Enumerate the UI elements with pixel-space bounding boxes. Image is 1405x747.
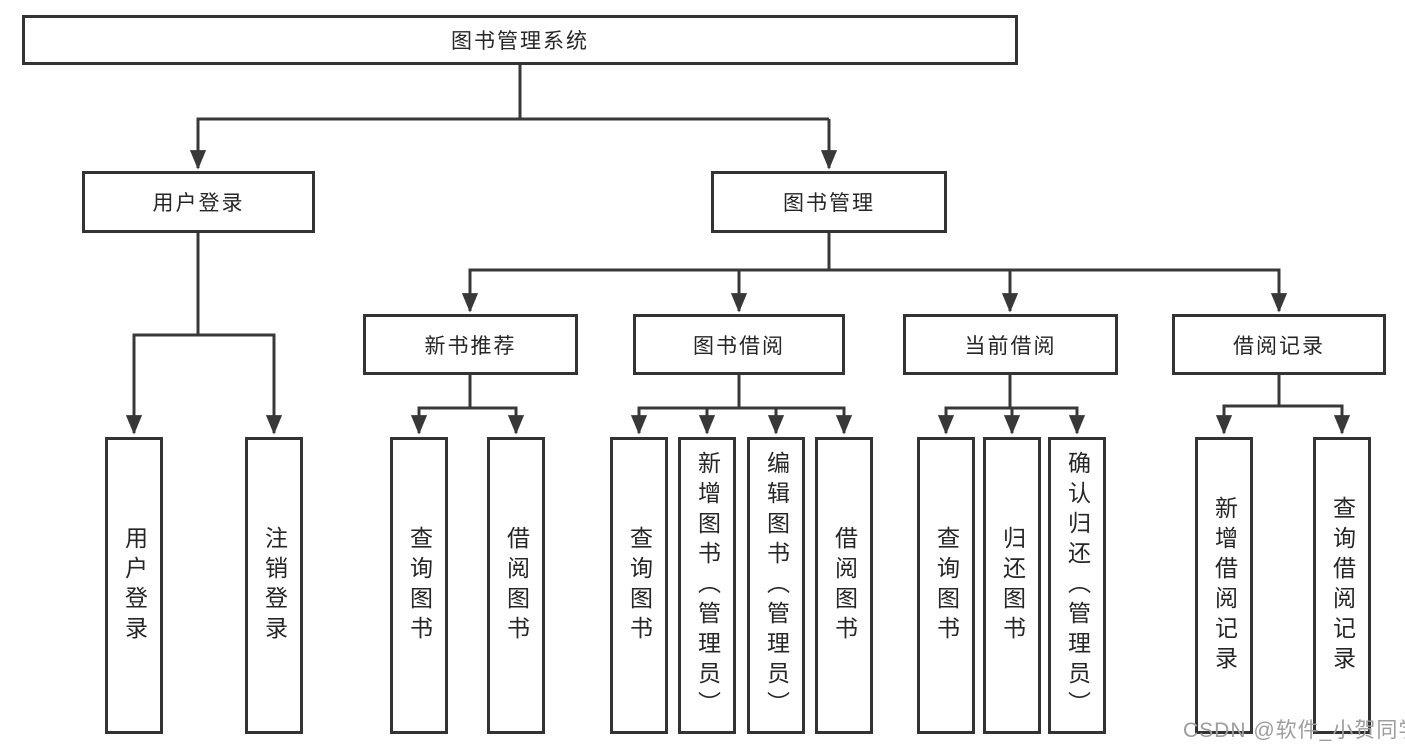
leaf-add-books-admin: 新增图书（管理员） [678,437,736,734]
connector-user-login-to-children [125,233,283,435]
leaf-edit-books-admin: 编辑图书（管理员） [747,437,805,734]
node-new-book-recommend: 新书推荐 [363,314,578,375]
leaf-query-books-current: 查询图书 [917,437,975,734]
node-current-borrowing: 当前借阅 [903,314,1118,375]
connector-book-management-to-children [461,233,1288,313]
leaf-query-books-borrowing: 查询图书 [610,437,668,734]
node-borrowing-records: 借阅记录 [1172,314,1386,375]
leaf-return-books: 归还图书 [983,437,1041,734]
node-library-management-system: 图书管理系统 [22,15,1018,65]
leaf-query-books-newrec: 查询图书 [390,437,448,734]
connector-book-borrowing-to-children [630,375,853,435]
connector-borrowing-records-to-children [1215,375,1351,435]
leaf-borrow-books-newrec: 借阅图书 [487,437,545,734]
connector-new-book-recommend-to-children [410,375,525,435]
watermark: CSDN @软件_小贺同学 [1183,719,1405,742]
leaf-logout: 注销登录 [245,437,303,734]
connector-root-to-level2 [189,65,838,170]
node-book-borrowing: 图书借阅 [633,314,845,375]
connector-current-borrowing-to-children [937,375,1086,435]
node-user-login: 用户登录 [82,171,315,233]
leaf-confirm-return-admin: 确认归还（管理员） [1048,437,1106,734]
node-book-management: 图书管理 [711,171,947,233]
leaf-user-login: 用户登录 [105,437,163,734]
leaf-add-borrow-record: 新增借阅记录 [1195,437,1253,734]
leaf-borrow-books-borrowing: 借阅图书 [815,437,873,734]
leaf-query-borrow-record: 查询借阅记录 [1313,437,1371,734]
